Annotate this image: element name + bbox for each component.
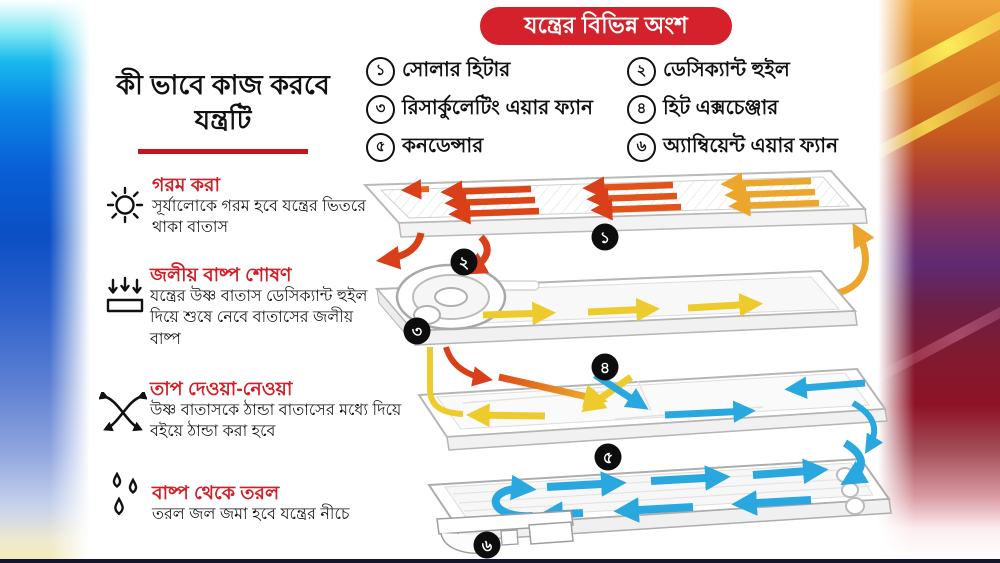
- step-body: তরল জল জমা হবে যন্ত্রের নীচে: [152, 506, 350, 523]
- dry-air-down-ribbon: [427, 347, 464, 417]
- hot-air-down-arrow: [375, 232, 425, 270]
- step-body: সূর্যালোকে গরম হবে যন্ত্রের ভিতরে থাকা ব…: [152, 198, 367, 237]
- solar-heater-panel: [362, 169, 875, 297]
- svg-text:৩: ৩: [412, 324, 423, 341]
- parts-header-badge: যন্ত্রের বিভিন্ন অংশ: [480, 7, 732, 45]
- svg-text:২: ২: [459, 255, 469, 272]
- droplets-icon: [112, 472, 138, 516]
- light-streak: [878, 269, 1000, 401]
- step-title: জলীয় বাষ্প শোষণ: [150, 265, 292, 286]
- sun-icon: [106, 186, 144, 224]
- parts-list-left-column: ১ সোলার হিটার ৩ রিসার্কুলেটিং এয়ার ফ্যা…: [366, 57, 593, 172]
- light-streak: [878, 0, 1000, 117]
- part-label: ডেসিক্যান্ট হুইল: [663, 59, 790, 81]
- circled-number: ৬: [627, 133, 656, 162]
- list-item: ৪ হিট এক্সচেঞ্জার: [627, 95, 838, 124]
- badge-1: ১: [591, 223, 619, 251]
- badge-4: ৪: [591, 353, 619, 381]
- ambient-air-fan: [436, 510, 574, 555]
- badge-5: ৫: [594, 443, 622, 471]
- light-streak: [878, 59, 1000, 193]
- dry-air-arrows: [482, 293, 764, 326]
- desiccant-wheel: [395, 263, 507, 331]
- heat-exchanger-tray: [417, 346, 888, 454]
- circled-number: ৩: [366, 95, 395, 124]
- list-item: ৫ কনডেন্সার: [366, 133, 593, 162]
- svg-text:৫: ৫: [603, 450, 613, 467]
- condenser-tray: [427, 439, 892, 555]
- badge-2: ২: [450, 248, 478, 276]
- hot-air-down-ribbon: [443, 346, 494, 387]
- circled-number: ১: [366, 57, 395, 86]
- title-underline: [138, 149, 308, 154]
- list-item: ১ সোলার হিটার: [366, 57, 593, 86]
- part-label: সোলার হিটার: [402, 59, 511, 81]
- step-body: উষ্ণ বাতাসকে ঠান্ডা বাতাসের মধ্যে দিয়ে …: [150, 402, 402, 441]
- parts-list-right-column: ২ ডেসিক্যান্ট হুইল ৪ হিট এক্সচেঞ্জার ৬ অ…: [627, 57, 839, 172]
- circled-number: ৪: [627, 95, 656, 124]
- heat-exchange-icon: [99, 392, 147, 432]
- list-item: ৩ রিসার্কুলেটিং এয়ার ফ্যান: [366, 95, 593, 124]
- warm-air-up-arrow: [836, 222, 875, 297]
- list-item: ২ ডেসিক্যান্ট হুইল: [627, 57, 838, 86]
- step-title: গরম করা: [152, 175, 220, 196]
- cross-flow-warm-arrow: [581, 374, 634, 413]
- how-it-works-title: কী ভাবে কাজ করবে যন্ত্রটি: [116, 70, 330, 136]
- part-label: কনডেন্সার: [402, 135, 484, 157]
- diagram-number-badges: ১ ২ ৩ ৪ ৫ ৬: [403, 223, 622, 559]
- vapor-absorb-icon: [106, 276, 144, 313]
- part-label: হিট এক্সচেঞ্জার: [663, 97, 779, 119]
- badge-3: ৩: [403, 317, 431, 345]
- right-photo-strip: [878, 0, 1000, 563]
- part-label: রিসার্কুলেটিং এয়ার ফ্যান: [402, 97, 593, 119]
- list-item: ৬ অ্যাম্বিয়েন্ট এয়ার ফ্যান: [627, 133, 839, 162]
- step-title: তাপ দেওয়া-নেওয়া: [150, 379, 293, 400]
- svg-text:৬: ৬: [482, 538, 493, 555]
- step-body: যন্ত্রের উষ্ণ বাতাস ডেসিক্যান্ট হুইল দিয…: [150, 288, 368, 348]
- circled-number: ৫: [366, 133, 395, 162]
- cool-air-down-curve: [851, 400, 884, 454]
- step-title: বাষ্প থেকে তরল: [152, 483, 280, 504]
- svg-text:১: ১: [600, 230, 610, 247]
- bottom-border: [0, 559, 1000, 563]
- desiccant-wheel-tray: [374, 234, 858, 347]
- svg-text:৪: ৪: [600, 360, 610, 377]
- parts-header-title: যন্ত্রের বিভিন্ন অংশ: [524, 11, 688, 38]
- device-exploded-diagram: ১ ২ ৩ ৪ ৫ ৬: [362, 169, 892, 559]
- part-label: অ্যাম্বিয়েন্ট এয়ার ফ্যান: [663, 135, 839, 157]
- badge-6: ৬: [473, 531, 501, 559]
- circled-number: ২: [627, 57, 656, 86]
- left-photo-strip: [0, 0, 90, 563]
